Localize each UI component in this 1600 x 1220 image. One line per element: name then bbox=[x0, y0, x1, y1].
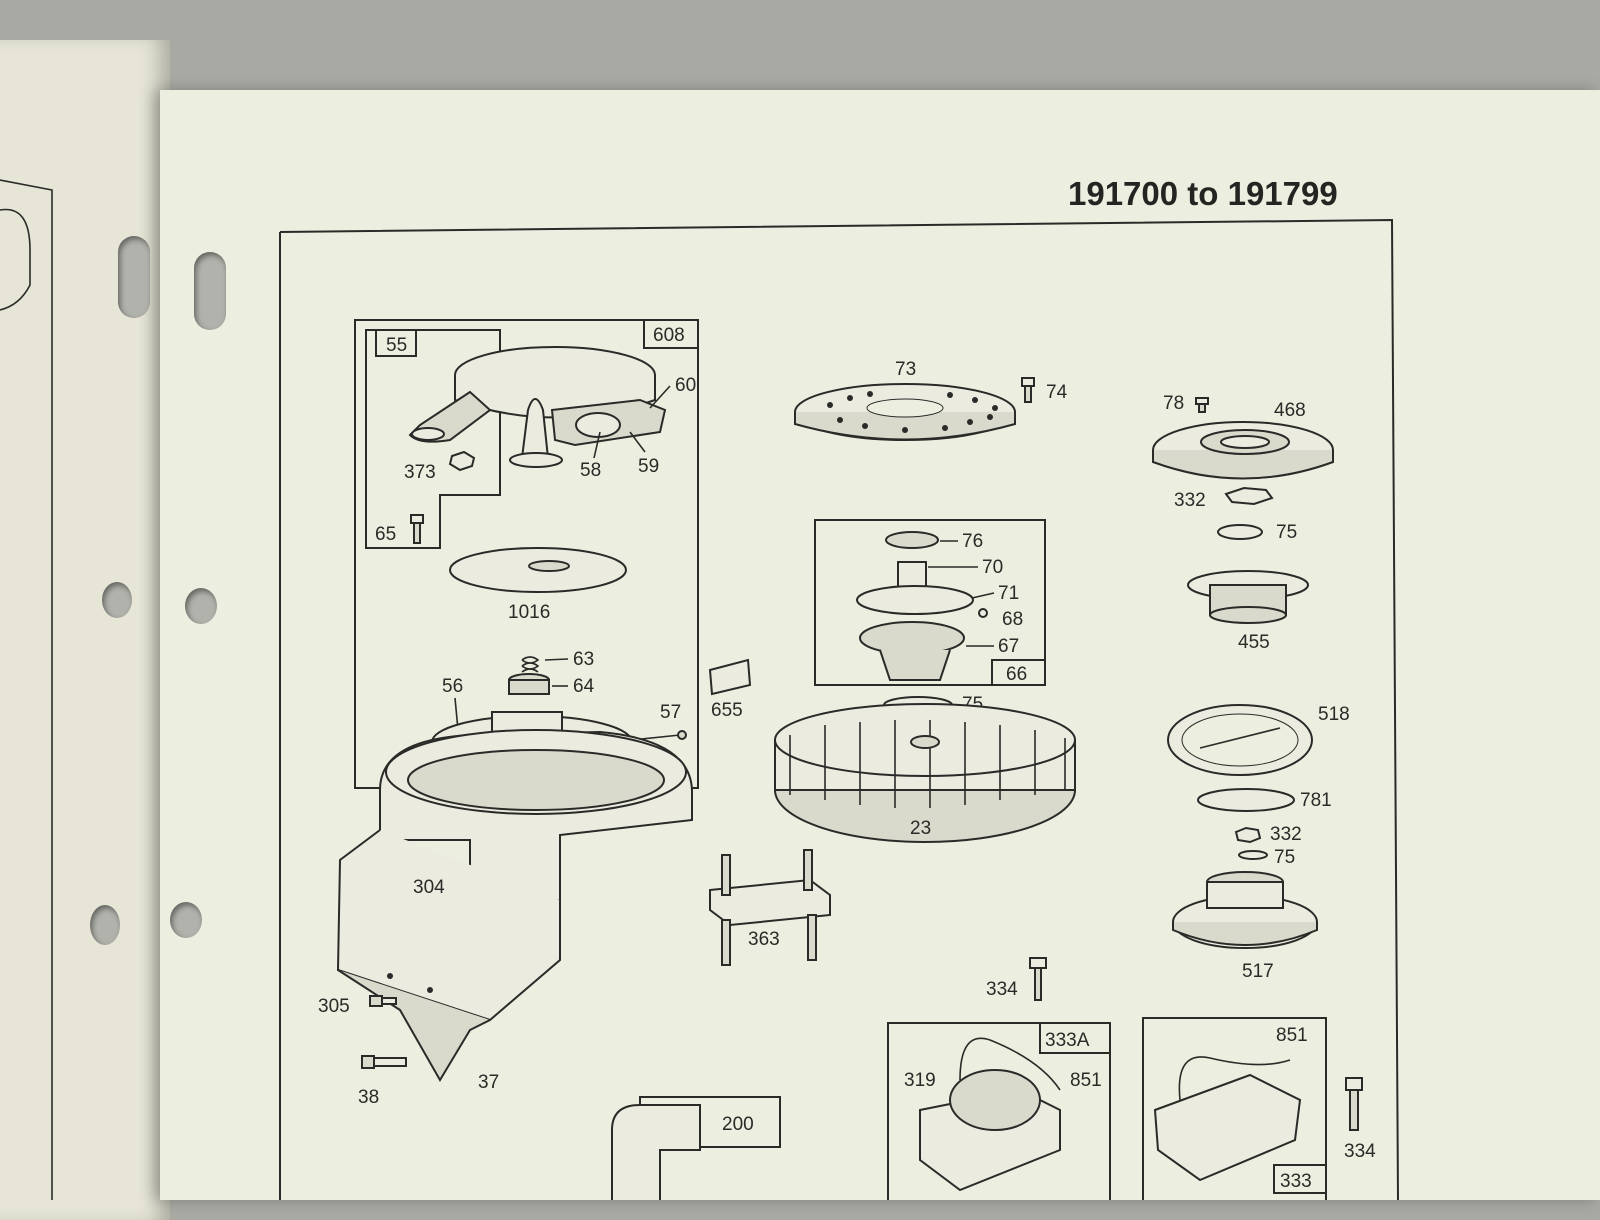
rotating-screen-part bbox=[794, 383, 1016, 441]
starter-housing-box bbox=[365, 329, 501, 549]
callout-334-right: 334 bbox=[1344, 1141, 1376, 1162]
callout-781: 781 bbox=[1300, 790, 1332, 811]
callout-468: 468 bbox=[1274, 400, 1306, 421]
nut-icon bbox=[1224, 486, 1274, 506]
starter-clutch-part bbox=[1187, 570, 1309, 624]
binder-hole-icon bbox=[194, 252, 226, 330]
callout-71: 71 bbox=[998, 583, 1019, 604]
callout-37: 37 bbox=[478, 1072, 499, 1093]
callout-68: 68 bbox=[1002, 609, 1023, 630]
callout-655: 655 bbox=[711, 700, 743, 721]
callout-73: 73 bbox=[895, 359, 916, 380]
screw-icon bbox=[1021, 377, 1035, 403]
callout-63: 63 bbox=[573, 649, 594, 670]
washer-part bbox=[1217, 524, 1263, 540]
binder-hole-icon bbox=[118, 236, 150, 318]
ignition-armature-part bbox=[1153, 1056, 1302, 1182]
washer-part bbox=[1238, 850, 1268, 860]
screw-icon bbox=[1345, 1077, 1363, 1131]
ring-part bbox=[1197, 788, 1295, 812]
binder-hole-icon bbox=[102, 582, 132, 618]
callout-851-mid: 851 bbox=[1070, 1070, 1102, 1091]
callout-60: 60 bbox=[675, 375, 696, 396]
callout-333: 333 bbox=[1280, 1171, 1312, 1192]
callout-23: 23 bbox=[910, 818, 931, 839]
callout-517: 517 bbox=[1242, 961, 1274, 982]
callout-851-right: 851 bbox=[1276, 1025, 1308, 1046]
binder-hole-icon bbox=[90, 905, 120, 945]
left-page-edge bbox=[0, 40, 170, 1220]
clip-part bbox=[708, 658, 752, 696]
callout-608: 608 bbox=[653, 325, 685, 346]
screw-icon bbox=[1195, 397, 1209, 413]
callout-56: 56 bbox=[442, 676, 463, 697]
spring-part bbox=[508, 656, 550, 695]
callout-58: 58 bbox=[580, 460, 601, 481]
callout-332-top: 332 bbox=[1174, 490, 1206, 511]
starter-cup-cover-part bbox=[1152, 421, 1334, 480]
callout-59: 59 bbox=[638, 456, 659, 477]
callout-78: 78 bbox=[1163, 393, 1184, 414]
screw-icon bbox=[369, 995, 397, 1007]
page-title: 191700 to 191799 bbox=[1068, 175, 1338, 212]
callout-67: 67 bbox=[998, 636, 1019, 657]
callout-65: 65 bbox=[375, 524, 396, 545]
rotating-screen-part bbox=[1167, 704, 1313, 776]
callout-66: 66 bbox=[1006, 664, 1027, 685]
baffle-part bbox=[611, 1104, 701, 1200]
callout-333A: 333A bbox=[1045, 1030, 1090, 1051]
callout-305: 305 bbox=[318, 996, 350, 1017]
screw-icon bbox=[1029, 957, 1047, 1001]
starter-housing-part bbox=[408, 346, 667, 468]
callout-70: 70 bbox=[982, 557, 1003, 578]
blower-housing-part bbox=[336, 729, 693, 1082]
callout-75-bottom: 75 bbox=[1274, 847, 1295, 868]
nut-icon bbox=[448, 450, 476, 472]
callout-38: 38 bbox=[358, 1087, 379, 1108]
clutch-assembly-box bbox=[814, 519, 1046, 686]
left-page-shape bbox=[0, 208, 31, 311]
clutch-assembly-part bbox=[856, 531, 974, 681]
callout-332-bottom: 332 bbox=[1270, 824, 1302, 845]
callout-455: 455 bbox=[1238, 632, 1270, 653]
callout-373: 373 bbox=[404, 462, 436, 483]
binder-hole-icon bbox=[185, 588, 217, 624]
nut-icon bbox=[1234, 826, 1262, 844]
starter-cup-screen-part bbox=[1172, 871, 1318, 949]
callout-64: 64 bbox=[573, 676, 595, 697]
callout-363: 363 bbox=[748, 929, 780, 950]
callout-518: 518 bbox=[1318, 704, 1350, 725]
ignition-armature-part bbox=[919, 1037, 1061, 1192]
flywheel-puller-part bbox=[709, 849, 831, 966]
callout-55: 55 bbox=[386, 335, 407, 356]
ignition-armature-box bbox=[887, 1022, 1111, 1200]
binder-hole-icon bbox=[170, 902, 202, 938]
callout-76: 76 bbox=[962, 531, 983, 552]
ignition-armature-box-333 bbox=[1142, 1017, 1327, 1200]
callout-200: 200 bbox=[722, 1114, 754, 1135]
flywheel-part bbox=[774, 703, 1076, 843]
left-page-frame bbox=[0, 179, 53, 1200]
callout-304: 304 bbox=[413, 877, 445, 898]
callout-334-mid: 334 bbox=[986, 979, 1018, 1000]
screw-icon bbox=[361, 1055, 407, 1069]
screw-icon bbox=[410, 514, 424, 544]
callout-1016: 1016 bbox=[508, 602, 550, 623]
callout-75-top: 75 bbox=[1276, 522, 1297, 543]
callout-319: 319 bbox=[904, 1070, 936, 1091]
callout-57: 57 bbox=[660, 702, 681, 723]
ball-part bbox=[978, 608, 988, 618]
callout-74: 74 bbox=[1046, 382, 1068, 403]
washer-plate-part bbox=[449, 547, 627, 593]
diagram-frame bbox=[279, 218, 1399, 1200]
